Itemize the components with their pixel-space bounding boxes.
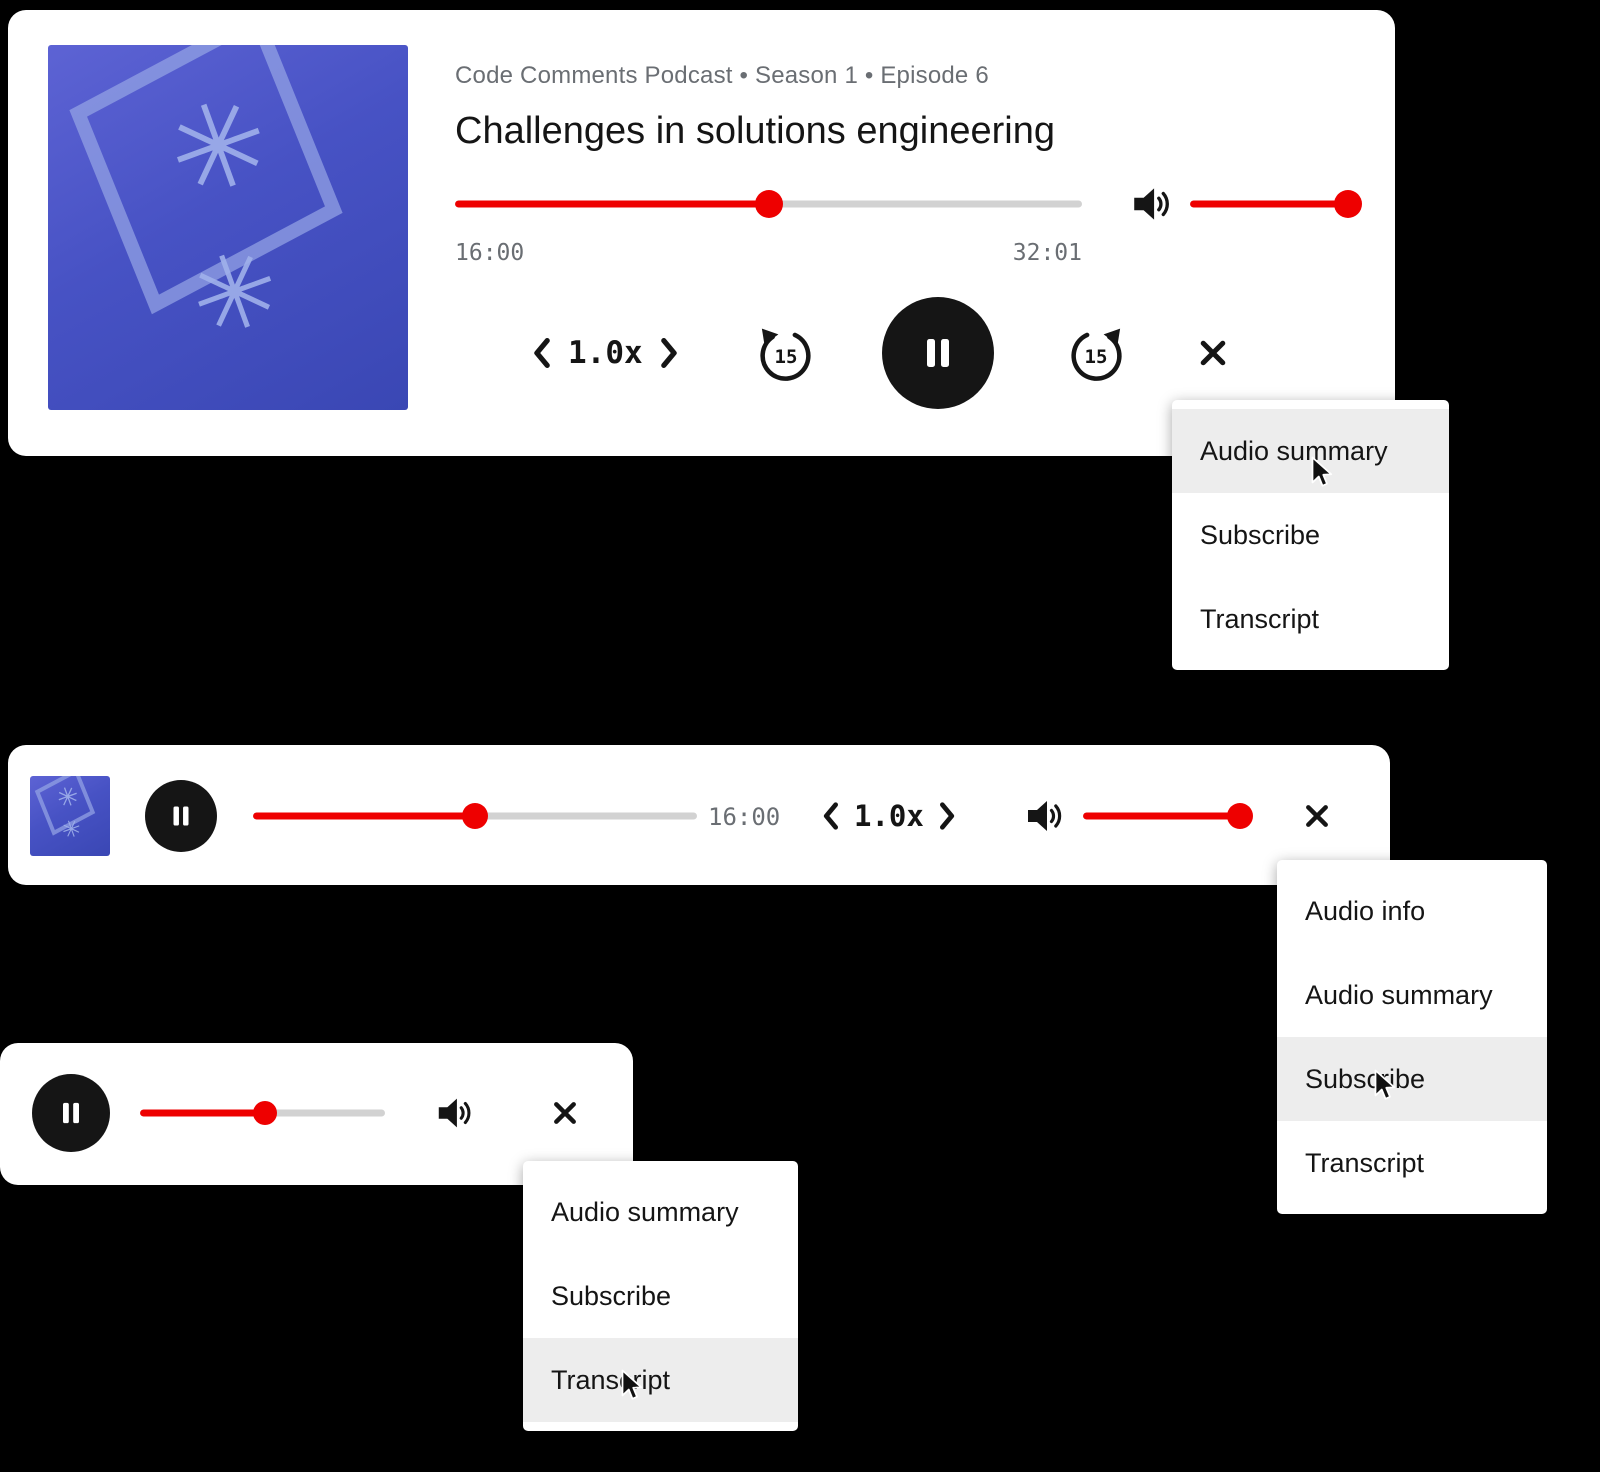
progress-fill bbox=[140, 1109, 265, 1117]
volume-thumb[interactable] bbox=[1227, 803, 1253, 829]
speed-label: 1.0x bbox=[568, 335, 643, 371]
menu-item-audio-summary[interactable]: Audio summary bbox=[1305, 979, 1493, 1010]
menu-item-transcript[interactable]: Transcript bbox=[523, 1338, 798, 1422]
volume-icon[interactable] bbox=[1023, 794, 1067, 838]
progress-slider[interactable] bbox=[140, 1099, 385, 1127]
progress-thumb[interactable] bbox=[462, 803, 488, 829]
volume-track bbox=[1190, 200, 1348, 208]
player-large: ✳ ✳ Code Comments Podcast • Season 1 • E… bbox=[8, 10, 1395, 456]
svg-text:15: 15 bbox=[775, 346, 798, 368]
player-medium: ✳ ✳ 16:00 1.0x bbox=[8, 745, 1390, 885]
menu-item-subscribe[interactable]: Subscribe bbox=[1200, 519, 1321, 550]
elapsed-time: 16:00 bbox=[455, 240, 525, 266]
time-row: 16:00 32:01 bbox=[455, 240, 1082, 266]
play-pause-button[interactable] bbox=[145, 780, 217, 852]
volume-slider[interactable] bbox=[1083, 802, 1253, 830]
progress-slider[interactable] bbox=[455, 190, 1082, 218]
progress-fill bbox=[253, 812, 475, 820]
pause-icon bbox=[63, 1102, 79, 1124]
asterisk-glyph: ✳ bbox=[174, 224, 297, 364]
dropdown-menu-medium: Audio info Audio summary Subscribe Trans… bbox=[1277, 860, 1547, 1214]
pause-icon bbox=[173, 806, 189, 826]
volume-fill bbox=[1190, 200, 1348, 208]
menu-item-transcript[interactable]: Transcript bbox=[1200, 603, 1320, 634]
volume-track bbox=[1083, 812, 1240, 820]
close-icon bbox=[554, 1102, 576, 1124]
svg-text:15: 15 bbox=[1085, 346, 1108, 368]
skip-back-15-button[interactable]: 15 bbox=[753, 321, 819, 387]
volume-slider[interactable] bbox=[1190, 190, 1362, 218]
menu-item-subscribe[interactable]: Subscribe bbox=[551, 1280, 672, 1311]
dropdown-menu-mini: Audio summary Subscribe Transcript bbox=[523, 1161, 798, 1431]
close-icon bbox=[1200, 340, 1226, 366]
episode-title: Challenges in solutions engineering bbox=[455, 110, 1055, 152]
close-button[interactable] bbox=[1297, 796, 1337, 836]
podcast-eyebrow: Code Comments Podcast • Season 1 • Episo… bbox=[455, 62, 989, 89]
menu-item-audio-summary[interactable]: Audio summary bbox=[1172, 409, 1449, 493]
speed-decrease-button[interactable] bbox=[820, 800, 840, 832]
play-pause-button[interactable] bbox=[32, 1074, 110, 1152]
progress-thumb[interactable] bbox=[754, 190, 783, 218]
speed-label: 1.0x bbox=[854, 799, 924, 833]
progress-thumb[interactable] bbox=[252, 1101, 277, 1125]
dropdown-menu-large: Audio summary Subscribe Transcript bbox=[1172, 400, 1449, 670]
album-art-large: ✳ ✳ bbox=[48, 45, 408, 410]
menu-item-audio-info[interactable]: Audio info bbox=[1305, 895, 1426, 926]
progress-slider[interactable] bbox=[253, 802, 697, 830]
forward-15-icon: 15 bbox=[1071, 328, 1122, 381]
menu-item-transcript[interactable]: Transcript bbox=[1305, 1147, 1425, 1178]
volume-fill bbox=[1083, 812, 1240, 820]
menu-item-audio-summary[interactable]: Audio summary bbox=[551, 1196, 739, 1227]
skip-forward-15-button[interactable]: 15 bbox=[1063, 321, 1129, 387]
playback-speed-control: 1.0x bbox=[530, 327, 681, 379]
playback-speed-control: 1.0x bbox=[820, 791, 958, 841]
volume-icon[interactable] bbox=[434, 1092, 476, 1134]
progress-fill bbox=[455, 200, 769, 208]
rewind-15-icon: 15 bbox=[760, 328, 811, 381]
volume-thumb[interactable] bbox=[1334, 190, 1362, 218]
total-time: 32:01 bbox=[1012, 240, 1082, 266]
close-button[interactable] bbox=[545, 1093, 585, 1133]
volume-icon[interactable] bbox=[1129, 181, 1175, 227]
elapsed-time: 16:00 bbox=[708, 803, 781, 831]
play-pause-button[interactable] bbox=[882, 297, 994, 409]
speed-increase-button[interactable] bbox=[659, 336, 681, 370]
speed-increase-button[interactable] bbox=[938, 800, 958, 832]
close-icon bbox=[1306, 805, 1328, 827]
album-art-small: ✳ ✳ bbox=[30, 776, 110, 856]
menu-item-subscribe[interactable]: Subscribe bbox=[1277, 1037, 1547, 1121]
close-button[interactable] bbox=[1191, 331, 1235, 375]
speed-decrease-button[interactable] bbox=[530, 336, 552, 370]
pause-icon bbox=[927, 339, 949, 367]
